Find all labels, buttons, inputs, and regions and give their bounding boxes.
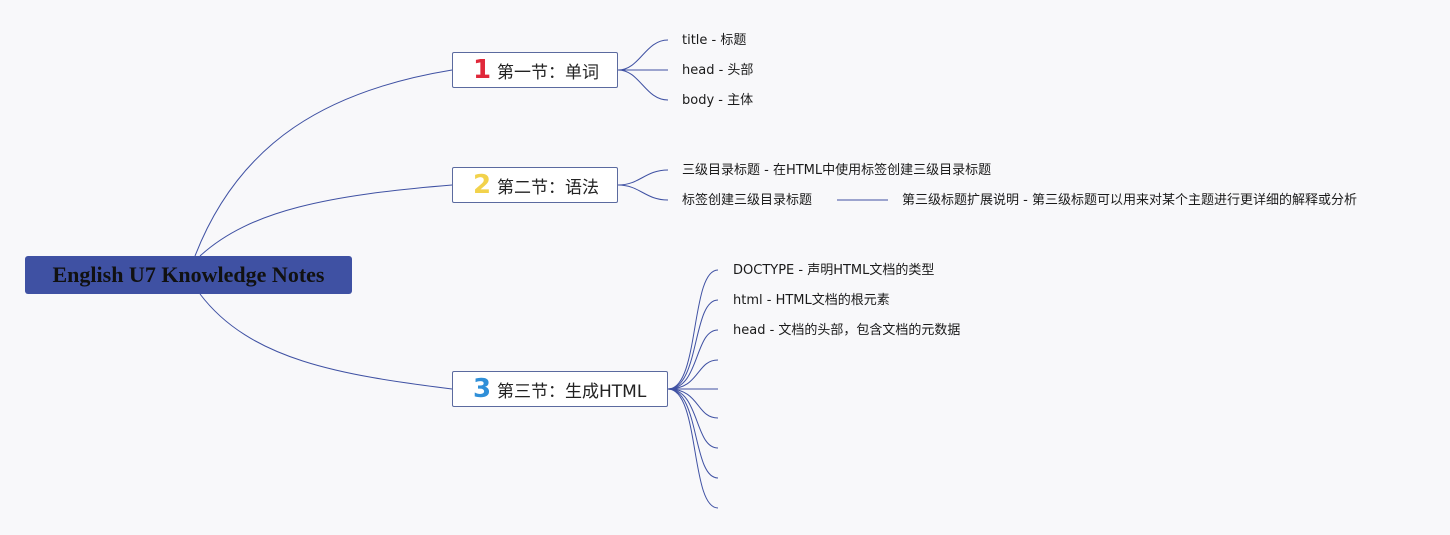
branch-label-1: 第一节：单词 — [497, 62, 599, 83]
connector-root-branch-3 — [199, 293, 453, 390]
connector-b3-leaf-4 — [667, 359, 719, 390]
leaf-b3-1[interactable]: DOCTYPE - 声明HTML文档的类型 — [733, 263, 935, 278]
connector-b3-leaf-1 — [667, 269, 719, 390]
branch-number-1: 1 — [472, 55, 492, 85]
branch-node-1[interactable]: 1 第一节：单词 — [452, 52, 618, 88]
branch-number-2: 2 — [472, 170, 492, 200]
connector-b2-leaf-2 — [617, 184, 669, 201]
connector-root-branch-1 — [194, 69, 453, 257]
connector-b3-leaf-8 — [667, 388, 719, 479]
connector-b1-leaf-1 — [617, 39, 669, 71]
connector-b3-leaf-7 — [667, 388, 719, 449]
leaf-b3-2[interactable]: html - HTML文档的根元素 — [733, 293, 890, 308]
branch-label-3: 第三节：生成HTML — [497, 381, 647, 402]
branch-node-2[interactable]: 2 第二节：语法 — [452, 167, 618, 203]
branch-label-2: 第二节：语法 — [497, 177, 599, 198]
branch-node-3[interactable]: 3 第三节：生成HTML — [452, 371, 668, 407]
connector-root-branch-2 — [199, 184, 453, 257]
connector-b1-leaf-3 — [617, 69, 669, 101]
root-node[interactable]: English U7 Knowledge Notes — [25, 256, 352, 294]
connector-b2-leaf-1 — [617, 169, 669, 186]
leaf-b3-3[interactable]: head - 文档的头部，包含文档的元数据 — [733, 323, 961, 338]
leaf-b2-2[interactable]: 标签创建三级目录标题 — [682, 193, 813, 208]
connector-b3-leaf-3 — [667, 329, 719, 390]
leaf-b1-3[interactable]: body - 主体 — [682, 93, 754, 108]
leaf-b2-sub[interactable]: 第三级标题扩展说明 - 第三级标题可以用来对某个主题进行更详细的解释或分析 — [902, 193, 1357, 208]
connector-b3-leaf-9 — [667, 388, 719, 509]
leaf-b2-1[interactable]: 三级目录标题 - 在HTML中使用标签创建三级目录标题 — [682, 163, 992, 178]
leaf-b1-1[interactable]: title - 标题 — [682, 33, 747, 48]
branch-number-3: 3 — [472, 374, 492, 404]
root-label: English U7 Knowledge Notes — [52, 262, 325, 287]
connector-b3-leaf-6 — [667, 388, 719, 419]
leaf-b1-2[interactable]: head - 头部 — [682, 63, 754, 78]
connector-b3-leaf-2 — [667, 299, 719, 390]
